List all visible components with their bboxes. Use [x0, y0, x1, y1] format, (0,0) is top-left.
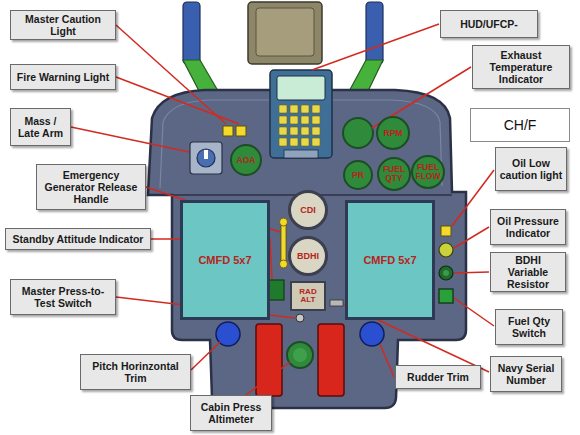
node-text: CMFD 5x7: [198, 254, 251, 266]
rudder-trim-knob: [360, 322, 384, 346]
leader-line: [246, 362, 290, 395]
node-text: Cabin Press Altimeter: [194, 401, 268, 425]
generator-handle: [281, 222, 286, 264]
display-screen: CMFD 5x7: [345, 200, 435, 320]
gauge-dial: PR: [343, 160, 373, 190]
arm-switch-knob: [197, 149, 215, 167]
callout-box: Pitch Horinzontal Trim: [80, 354, 191, 390]
cabin-altimeter: [287, 342, 313, 368]
callout-box: Emergency Generator Release Handle: [36, 164, 146, 210]
node-text: Master Caution Light: [14, 13, 112, 37]
leader-line: [312, 24, 439, 70]
arm-switch-plate: [190, 142, 222, 174]
callout-box: Exhaust Temperature Indicator: [472, 45, 570, 89]
oil-pressure-gauge: [439, 243, 453, 257]
callout-box: Rudder Trim: [395, 365, 481, 389]
node-text: PR: [352, 171, 364, 180]
callout-box: Master Caution Light: [10, 10, 116, 40]
node-text: Rudder Trim: [407, 371, 469, 383]
ufcp-screen: [277, 76, 325, 100]
serial-plate: [330, 300, 343, 306]
node-text: BDHI: [297, 251, 319, 261]
node-text: Mass / Late Arm: [14, 115, 67, 139]
press-to-test: [296, 314, 304, 322]
instrument-dial: BDHI: [288, 236, 328, 276]
leader-line: [454, 272, 489, 273]
node-text: FUEL FLOW: [415, 163, 441, 181]
leader-line: [380, 344, 394, 377]
fire-warning-lamp: [236, 126, 246, 136]
exhaust-temp-gauge: [343, 118, 373, 148]
node-text: Oil Pressure Indicator: [494, 215, 562, 239]
callout-box: Fuel Qty Switch: [495, 309, 563, 345]
node-text: CMFD 5x7: [363, 254, 416, 266]
node-text: BDHI Variable Resistor: [494, 254, 562, 290]
callout-box: Fire Warning Light: [10, 64, 116, 90]
ufcp-keypad: [278, 104, 322, 148]
node-text: HUD/UFCP-: [460, 18, 518, 30]
leader-line: [191, 342, 220, 370]
instrument-dial: RAD ALT: [290, 281, 326, 311]
node-text: RPM: [384, 129, 403, 138]
node-text: Fuel Qty Switch: [499, 315, 559, 339]
panel-edge: [160, 100, 442, 188]
fuel-qty-switch: [439, 289, 453, 303]
variable-resistor: [439, 266, 453, 280]
node-text: Navy Serial Number: [494, 362, 558, 386]
callout-box: Navy Serial Number: [490, 356, 562, 392]
ufcp: [270, 70, 332, 158]
node-text: Pitch Horinzontal Trim: [84, 360, 187, 384]
callout-box: HUD/UFCP-: [440, 10, 538, 38]
callout-box: Standby Attitude Indicator: [5, 228, 151, 250]
node-text: Exhaust Temperature Indicator: [476, 49, 566, 85]
node-text: Master Press-to-Test Switch: [14, 285, 112, 309]
node-text: AOA: [237, 156, 256, 165]
callout-box: BDHI Variable Resistor: [490, 252, 566, 292]
instrument-panel: [148, 90, 466, 408]
node-text: FUEL QTY: [381, 165, 407, 183]
leader-line: [454, 298, 494, 326]
hud-glass: [256, 8, 314, 56]
red-handle: [318, 324, 344, 396]
label-box: CH/F: [470, 108, 570, 142]
leader-line: [116, 77, 239, 124]
gauge-dial: AOA: [230, 144, 262, 176]
gauge-dial: RPM: [376, 116, 410, 150]
callout-box: Cabin Press Altimeter: [190, 395, 272, 431]
generator-handle-knob: [280, 218, 288, 226]
master-caution-lamp: [223, 126, 233, 136]
node-text: CDI: [300, 205, 316, 215]
gauge-dial: FUEL QTY: [377, 157, 411, 191]
variable-resistor-knob: [443, 270, 449, 276]
node-text: CH/F: [504, 117, 537, 133]
leader-line: [116, 25, 226, 124]
oil-low-lamp: [441, 226, 451, 236]
arm-switch-pointer: [204, 150, 208, 159]
leader-line: [454, 227, 489, 248]
callout-box: Mass / Late Arm: [10, 108, 71, 146]
instrument-dial: CDI: [288, 190, 328, 230]
node-text: Oil Low caution light: [499, 157, 563, 181]
callout-box: Master Press-to-Test Switch: [10, 279, 116, 315]
leader-line: [452, 170, 494, 226]
gauge-dial: FUEL FLOW: [411, 155, 445, 189]
hud-frame: [248, 2, 322, 64]
node-text: Fire Warning Light: [17, 71, 109, 83]
callout-box: Oil Low caution light: [495, 147, 567, 191]
node-text: Standby Attitude Indicator: [13, 233, 144, 245]
callout-box: Oil Pressure Indicator: [490, 209, 566, 245]
leader-line: [71, 127, 189, 152]
node-text: Emergency Generator Release Handle: [40, 169, 142, 205]
generator-handle-knob: [280, 260, 288, 268]
hud-post: [366, 2, 383, 64]
hud-post: [183, 2, 200, 64]
cabin-altimeter-face: [293, 348, 307, 362]
ufcp-base: [284, 150, 318, 158]
node-text: RAD ALT: [293, 288, 323, 305]
display-screen: CMFD 5x7: [180, 200, 270, 320]
